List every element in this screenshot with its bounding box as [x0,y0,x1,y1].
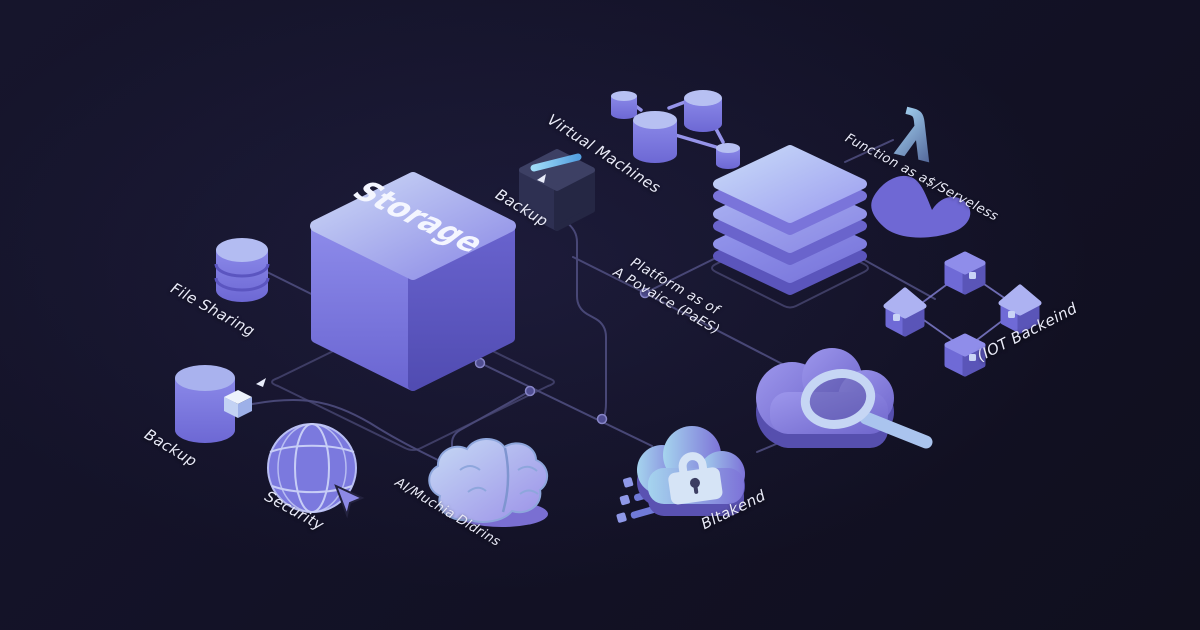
storage-cube-icon: Storage [310,172,516,391]
iot-network-icon [883,251,1042,377]
globe-security-icon [267,423,365,519]
backup-cube-icon [519,149,595,231]
backup-cylinder-icon [175,365,266,443]
brain-ai-icon [428,438,548,527]
vm-cluster-icon [611,90,740,169]
connector-nodes [474,287,651,425]
database-icon [214,238,270,302]
paas-stack-icon [713,145,867,295]
padlock-icon [668,452,723,505]
magnifier-icon [800,369,933,449]
lock-cloud-icon [616,426,745,523]
search-cloud-icon [756,348,933,449]
